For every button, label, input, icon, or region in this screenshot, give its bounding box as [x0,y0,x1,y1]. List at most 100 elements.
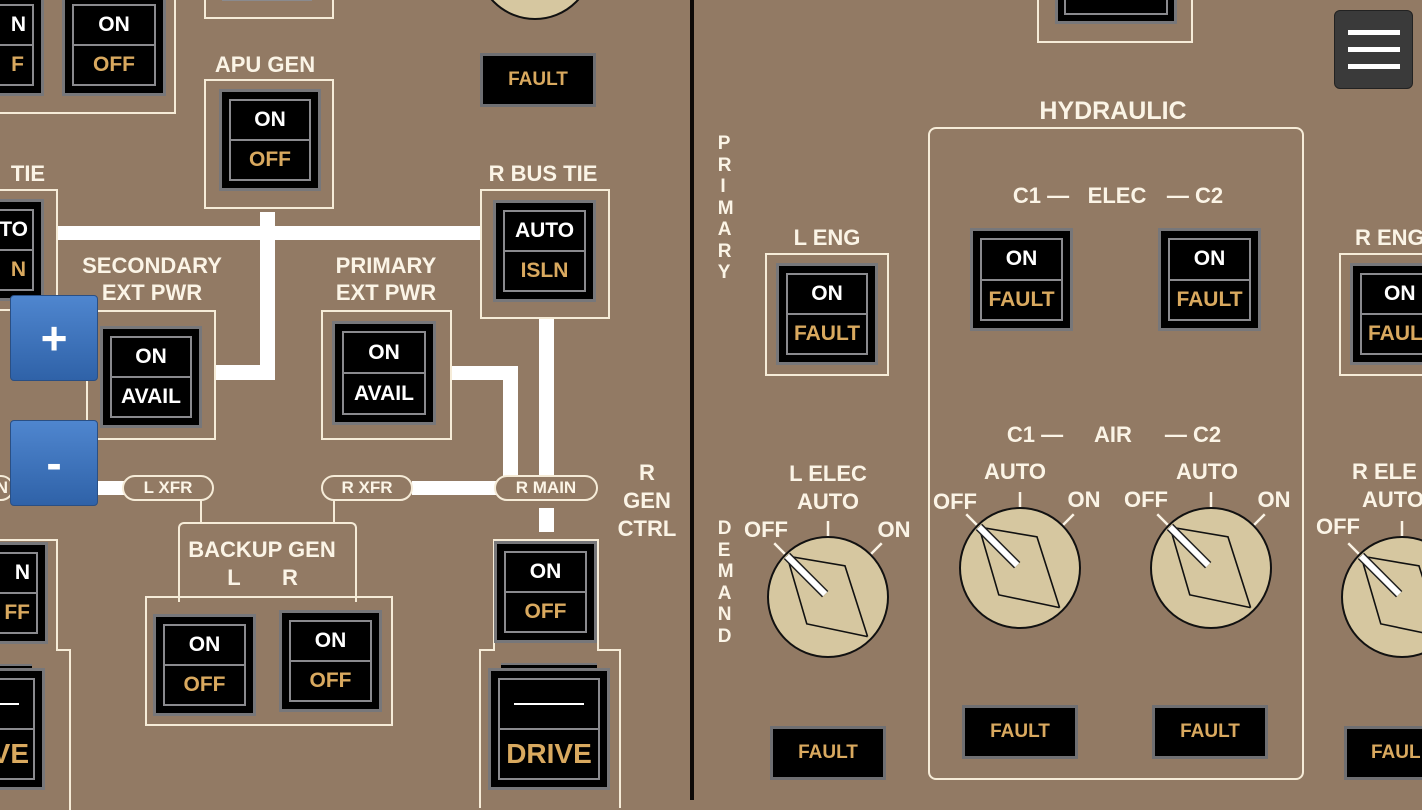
knob-tick-off [773,542,786,555]
r-eng-frame [1339,253,1422,376]
r-xfr-main-wire [412,481,496,495]
top-switch[interactable]: ON OFF [62,0,166,96]
top-center-switch-edge [222,0,312,1]
drive-label: DRIVE [500,728,598,778]
switch-off-label: OFF [165,664,244,704]
l-drive-switch-partial[interactable]: VE [0,668,45,790]
r-drive-switch-top-edge [501,663,597,671]
drive-label: VE [0,728,33,778]
zoom-in-button[interactable]: + [10,295,98,381]
hydraulic-title: HYDRAULIC [1039,97,1187,125]
apu-gen-title: APU GEN [214,52,316,77]
switch-on-label: ON [135,345,167,368]
l-eng-switch[interactable]: ON FAULT [776,263,878,365]
switch-on-label: ON [314,629,347,652]
r-eng-switch-partial[interactable]: ON FAUL [1350,263,1422,365]
primary-ext-pwr-frame [321,310,452,440]
r-drive-switch[interactable]: DRIVE [488,668,610,790]
top-left-switch-partial[interactable]: N F [0,0,44,96]
l-gen-ctrl-switch-partial[interactable]: N FF [0,542,48,644]
knob-graphic [767,521,889,658]
air-label: AIR [1094,422,1132,447]
backup-gen-title: BACKUP GEN [188,537,336,562]
hamburger-menu-icon-bar [1347,47,1400,52]
backup-gen-r-label: R [282,565,298,590]
r-elec-demand-knob[interactable] [1334,515,1422,665]
c1-air-demand-knob[interactable] [952,486,1092,636]
menu-button[interactable] [1334,10,1413,89]
secondary-ext-wire [215,365,275,380]
demand-label-text: DEMAND [717,518,734,647]
knob-graphic [1150,492,1272,629]
switch-on-label: ON [811,282,843,305]
l-bus-tie-switch-partial[interactable]: TO N [0,199,44,301]
knob-tick-on [870,542,883,555]
l-elec-demand-title-1: L ELEC [789,461,867,486]
primary-label-text: PRIMARY [717,133,734,283]
c2-air-fault-light: FAULT [1152,705,1268,759]
l-elec-fault-light: FAULT [770,726,886,780]
r-gen-ctrl-switch[interactable]: ON OFF [494,541,597,643]
switch-on-label: ON [529,560,562,583]
switch-on-label: ON [1005,247,1038,271]
backup-gen-r-switch[interactable]: ON OFF [279,610,382,712]
apu-gen-wire [260,212,275,380]
r-elec-demand-title-2: AUTO [1362,487,1422,512]
switch-isln-label: N [0,249,32,289]
backup-gen-l-switch[interactable]: ON OFF [153,614,256,716]
apu-gen-frame [204,79,334,209]
switch-off-label: OFF [291,660,370,700]
l-xfr-wire [96,481,124,495]
knob-body [1150,507,1272,629]
knob-graphic [959,492,1081,629]
r-bus-tie-switch[interactable]: AUTO ISLN [493,200,596,302]
knob-tick-off [1156,513,1169,526]
c2-air-demand-knob[interactable] [1143,486,1283,636]
l-elec-on-label: ON [877,517,911,542]
switch-fault-label: FAULT [1170,278,1249,320]
r-bus-tie-title: R BUS TIE [488,161,598,186]
apu-gen-switch[interactable]: ON OFF [219,89,321,191]
r-main-gen-wire [539,508,554,532]
primary-vertical-label: PRIMARY [713,133,734,284]
secondary-ext-pwr-title-2: EXT PWR [101,280,203,305]
demand-vertical-label: DEMAND [713,518,734,647]
panel-divider [690,0,694,800]
elec-c1-label: C1 — [1012,183,1070,208]
r-bus-tie-wire [539,318,554,476]
primary-ext-pwr-switch[interactable]: ON AVAIL [332,321,436,425]
top-knob-partial[interactable] [480,0,590,22]
r-gen-ctrl-title-1: R [639,460,655,485]
knob-body [767,536,889,658]
top-left-frame [0,0,176,114]
knob-outline [1360,555,1422,634]
r-elec-fault-light: FAUL [1344,726,1422,780]
hamburger-menu-icon-bar [1347,64,1400,69]
switch-on-label: ON [98,13,130,36]
secondary-ext-pwr-title-1: SECONDARY [82,253,222,278]
l-elec-demand-knob[interactable] [760,515,900,665]
switch-on-label: ON [368,340,400,364]
secondary-ext-pwr-switch[interactable]: ON AVAIL [100,326,202,428]
backup-gen-frame [145,596,393,726]
knob-tick-off [965,513,978,526]
elec-label: ELEC [1087,183,1147,208]
switch-on-label: N [14,561,30,584]
knob-tick-off [1347,542,1360,555]
primary-ext-wire-h [450,366,518,380]
hydraulic-frame [928,127,1304,780]
top-right-switch-partial[interactable] [1055,0,1177,24]
switch-fault-label: FAULT [788,313,866,353]
knob-graphic [1341,521,1422,658]
c1-air-on-label: ON [1067,487,1101,512]
switch-off-label: OFF [231,139,309,179]
switch-avail-label: AVAIL [112,376,190,416]
zoom-out-button[interactable]: - [10,420,98,506]
primary-ext-pwr-title-1: PRIMARY [335,253,437,278]
l-gen-ctrl-frame [0,539,71,810]
switch-isln-label: ISLN [505,250,584,290]
hamburger-menu-icon-bar [1347,30,1400,35]
c2-elec-switch[interactable]: ON FAULT [1158,228,1261,331]
c1-elec-switch[interactable]: ON FAULT [970,228,1073,331]
l-elec-demand-title-2: AUTO [797,489,859,514]
